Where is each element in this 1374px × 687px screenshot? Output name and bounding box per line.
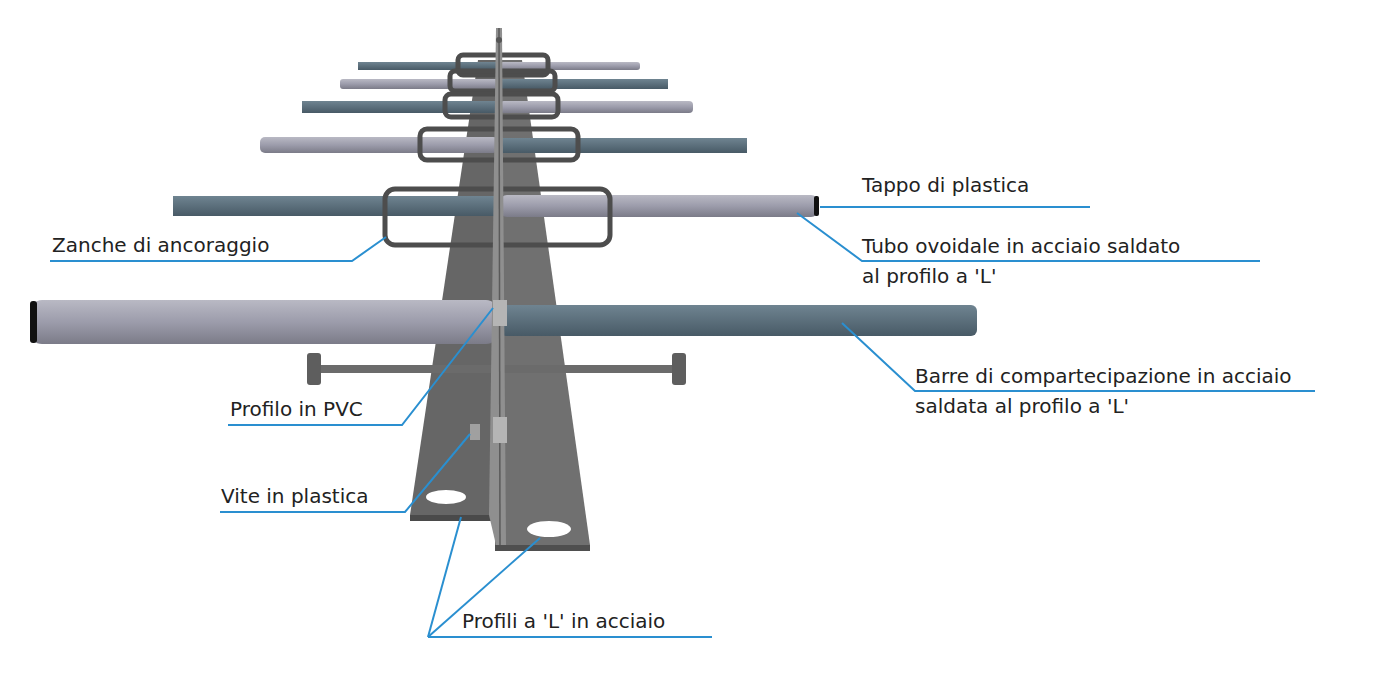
part-label: Tappo di plastica [862, 170, 1029, 200]
part-label: Profili a 'L' in acciaio [462, 606, 665, 636]
part-label: Profilo in PVC [230, 394, 363, 424]
part-label: Zanche di ancoraggio [52, 230, 269, 260]
leader-lines [50, 207, 1315, 637]
part-label: Tubo ovoidale in acciaio saldato al prof… [862, 231, 1192, 291]
part-label: Barre di compartecipazione in acciaio sa… [915, 361, 1315, 421]
tubes-and-bars [30, 62, 977, 344]
part-label: Vite in plastica [221, 481, 368, 511]
pvc-profile [470, 28, 507, 545]
